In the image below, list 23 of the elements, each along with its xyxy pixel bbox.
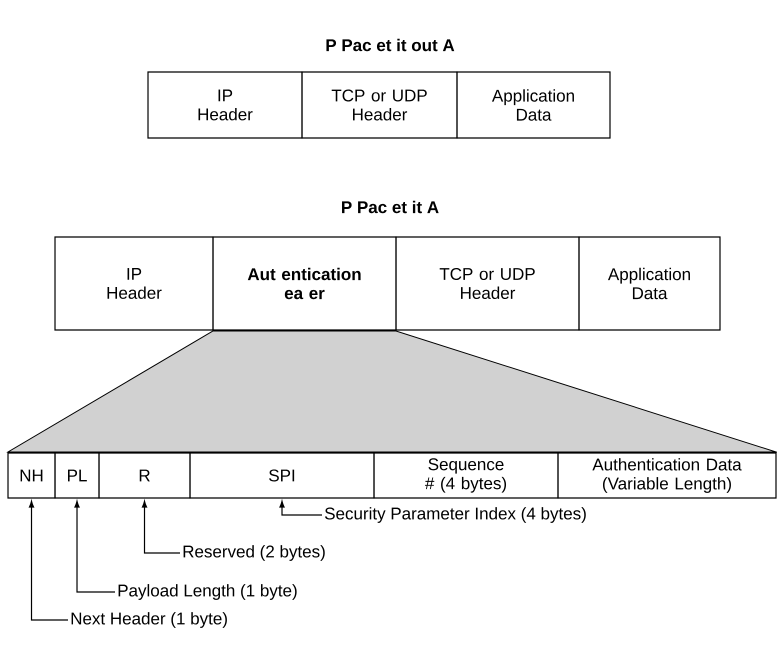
header-cell: IP Header [54, 236, 214, 331]
header-cell: Application Data [578, 236, 721, 331]
field-cell: R [98, 452, 191, 499]
leader-line [142, 500, 180, 554]
field-cell: SPI [189, 452, 375, 499]
leader-text: Reserved (2 bytes) [184, 545, 325, 561]
leader-text: Payload Length (1 byte) [118, 584, 297, 600]
heading: P Pac et it A [342, 200, 439, 214]
leader-line [279, 500, 322, 516]
header-cell: TCP or UDP Header [301, 71, 458, 139]
leader-text: Security Parameter Index (4 bytes) [324, 507, 586, 523]
heading: P Pac et it out A [326, 38, 454, 52]
field-cell: Sequence # (4 bytes) [373, 452, 559, 499]
header-cell: IP Header [147, 71, 303, 139]
leader-line [74, 500, 115, 593]
leader-line [28, 500, 68, 621]
field-cell: NH [7, 452, 56, 499]
field-cell: PL [54, 452, 100, 499]
header-cell: Application Data [456, 71, 611, 139]
leader-text: Next Header (1 byte) [72, 612, 227, 628]
header-cell: TCP or UDP Header [395, 236, 580, 331]
field-cell: Authentication Data (Variable Length) [557, 452, 777, 499]
header-cell: Aut entication ea er [212, 236, 397, 331]
